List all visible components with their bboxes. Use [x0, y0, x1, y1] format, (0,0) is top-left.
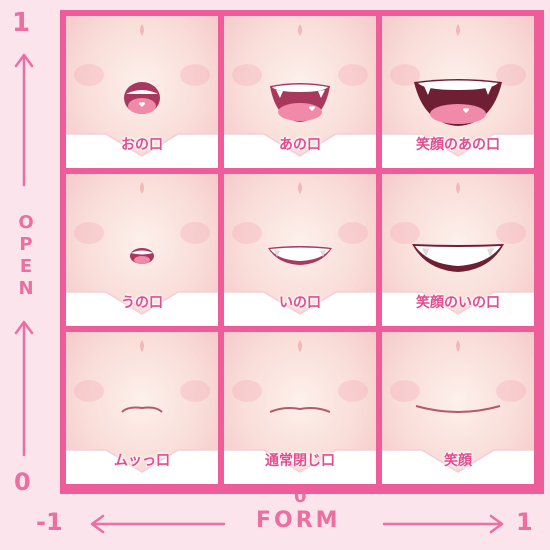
mouth-cell-i-teeth: いの口	[224, 174, 376, 326]
mouth-cell-pout-line: ムッっ口	[66, 332, 218, 484]
mouth-caption: おの口	[121, 137, 163, 153]
nose-mark	[140, 24, 144, 36]
shirt-collar	[224, 134, 376, 168]
shirt-collar	[382, 134, 534, 168]
mouth-illustration	[66, 340, 218, 484]
mouth-caption: いの口	[279, 295, 321, 311]
cheek-blush	[496, 64, 526, 86]
cheek-blush	[74, 222, 104, 244]
mouth-cell-u-small: うの口	[66, 174, 218, 326]
nose-mark	[140, 340, 144, 352]
mouth-caption: 笑顔のいの口	[416, 295, 500, 311]
mouth-illustration	[66, 24, 218, 168]
nose-mark	[298, 182, 302, 194]
y-up-arrow-lower	[14, 320, 34, 457]
mouth-cell-o-tongue: おの口	[66, 16, 218, 168]
shirt-collar	[66, 292, 218, 326]
cheek-blush	[232, 380, 262, 402]
nose-mark	[298, 340, 302, 352]
cheek-blush	[74, 64, 104, 86]
mouth-illustration	[382, 182, 534, 326]
nose-mark	[140, 182, 144, 194]
mouth-caption: あの口	[279, 137, 321, 153]
mouth-illustration	[382, 340, 534, 484]
shirt-collar	[382, 450, 534, 484]
nose-mark	[298, 24, 302, 36]
y-axis-max-label: 1	[12, 8, 31, 38]
cheek-blush	[496, 222, 526, 244]
mouth-cell-neutral-line: 通常閉じ口	[224, 332, 376, 484]
cheek-blush	[180, 64, 210, 86]
mouth-illustration	[224, 340, 376, 484]
shirt-collar	[382, 292, 534, 326]
mouth-chart-grid: おの口 あの口 笑顔のあの口 うの口 いの口 笑顔のいの口ムッっ口 通常閉じ口 笑顔	[60, 10, 544, 494]
cheek-blush	[74, 380, 104, 402]
mouth-illustration	[224, 182, 376, 326]
mouth-illustration	[382, 24, 534, 168]
mouth-cell-smile-line: 笑顔	[382, 332, 534, 484]
x-axis-label: FORM	[256, 508, 341, 533]
mouth-illustration	[66, 182, 218, 326]
cheek-blush	[180, 222, 210, 244]
cheek-blush	[232, 64, 262, 86]
cheek-blush	[390, 222, 420, 244]
cheek-blush	[496, 380, 526, 402]
mouth-caption: 笑顔のあの口	[416, 137, 500, 153]
mouth-caption: 通常閉じ口	[265, 453, 335, 469]
x-axis-min-label: -1	[36, 508, 63, 536]
shirt-collar	[66, 450, 218, 484]
x-right-arrow	[382, 514, 504, 534]
mouth-illustration	[224, 24, 376, 168]
y-axis-min-label: 0	[14, 468, 31, 496]
nose-mark	[456, 340, 460, 352]
y-up-arrow-upper	[14, 53, 34, 187]
nose-mark	[456, 24, 460, 36]
mouth-caption: ムッっ口	[114, 453, 170, 469]
shirt-collar	[224, 292, 376, 326]
cheek-blush	[232, 222, 262, 244]
mouth-caption: うの口	[121, 295, 163, 311]
cheek-blush	[390, 380, 420, 402]
cheek-blush	[390, 64, 420, 86]
x-left-arrow	[90, 514, 226, 534]
mouth-cell-smile-open: 笑顔のあの口	[382, 16, 534, 168]
y-axis-label: OPEN	[18, 212, 34, 299]
x-axis-max-label: 1	[516, 508, 533, 536]
mouth-caption: 笑顔	[444, 453, 472, 469]
cheek-blush	[338, 64, 368, 86]
nose-mark	[456, 182, 460, 194]
cheek-blush	[338, 222, 368, 244]
cheek-blush	[338, 380, 368, 402]
shirt-collar	[224, 450, 376, 484]
mouth-cell-smile-teeth: 笑顔のいの口	[382, 174, 534, 326]
shirt-collar	[66, 134, 218, 168]
cheek-blush	[180, 380, 210, 402]
mouth-cell-a-fangs: あの口	[224, 16, 376, 168]
